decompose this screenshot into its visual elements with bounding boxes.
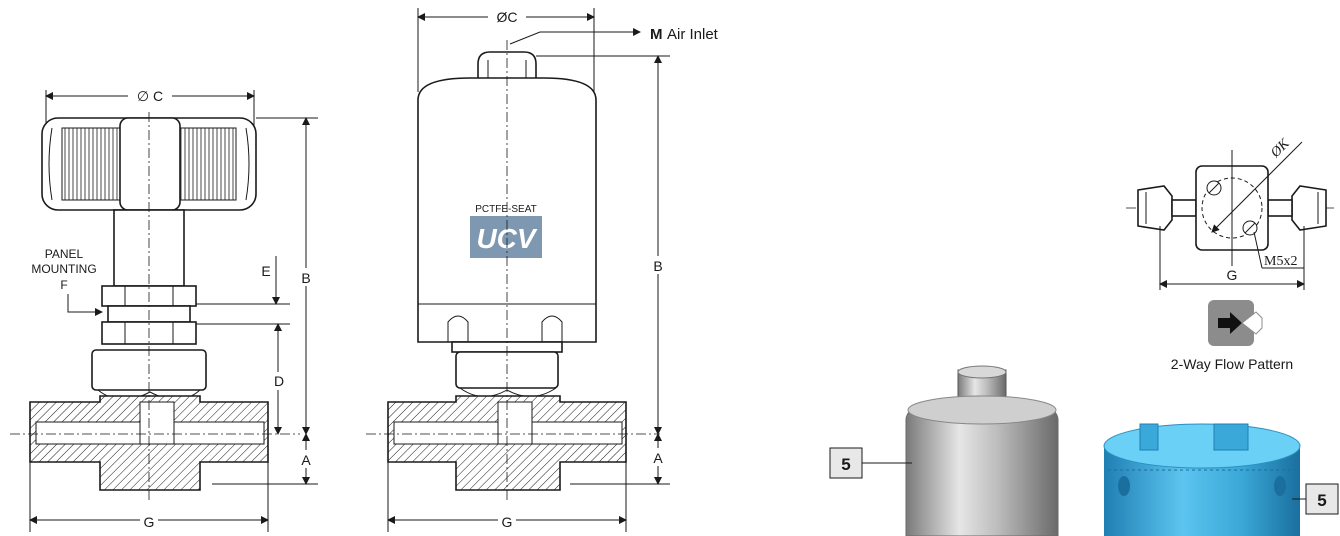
panel-mounting-label-2: MOUNTING bbox=[31, 262, 96, 276]
panel-mounting-label-3: F bbox=[60, 278, 67, 292]
center-dim-b: B bbox=[653, 258, 662, 274]
center-dia-c-label: ØC bbox=[497, 9, 518, 25]
center-dim-g: G bbox=[502, 514, 513, 530]
dia-k-label: ØK bbox=[1268, 136, 1294, 162]
steel-actuator-render bbox=[905, 365, 1059, 536]
callout-left: 5 bbox=[829, 447, 912, 479]
air-inlet-letter: M bbox=[650, 26, 663, 43]
center-dim-a: A bbox=[653, 450, 663, 466]
knob bbox=[41, 117, 257, 211]
callout-left-number: 5 bbox=[841, 455, 850, 474]
panel-mounting-label-1: PANEL bbox=[45, 247, 84, 261]
top-dim-g: G bbox=[1227, 267, 1238, 283]
center-valve-drawing: ØC PCTFE-SEAT UCV M Air Inlet B bbox=[366, 8, 719, 532]
blue-knob-render bbox=[1103, 423, 1301, 536]
callout-right-number: 5 bbox=[1317, 491, 1326, 510]
left-valve-drawing: ∅ C B E bbox=[10, 86, 318, 532]
left-dim-a: A bbox=[301, 452, 311, 468]
left-dia-c-label: ∅ C bbox=[137, 88, 163, 104]
flow-pattern-icon bbox=[1208, 300, 1263, 346]
flow-pattern-label: 2-Way Flow Pattern bbox=[1171, 356, 1293, 372]
top-view-drawing: ØK M5x2 G bbox=[1126, 136, 1334, 290]
left-dim-b: B bbox=[301, 270, 310, 286]
air-inlet-text: Air Inlet bbox=[667, 26, 719, 43]
left-dim-d: D bbox=[274, 373, 284, 389]
left-dim-e: E bbox=[261, 263, 270, 279]
ucv-logo bbox=[470, 216, 542, 258]
seat-label: PCTFE-SEAT bbox=[475, 204, 536, 215]
screw-label: M5x2 bbox=[1264, 254, 1297, 269]
left-dim-g: G bbox=[144, 514, 155, 530]
callout-right: 5 bbox=[1292, 483, 1339, 515]
